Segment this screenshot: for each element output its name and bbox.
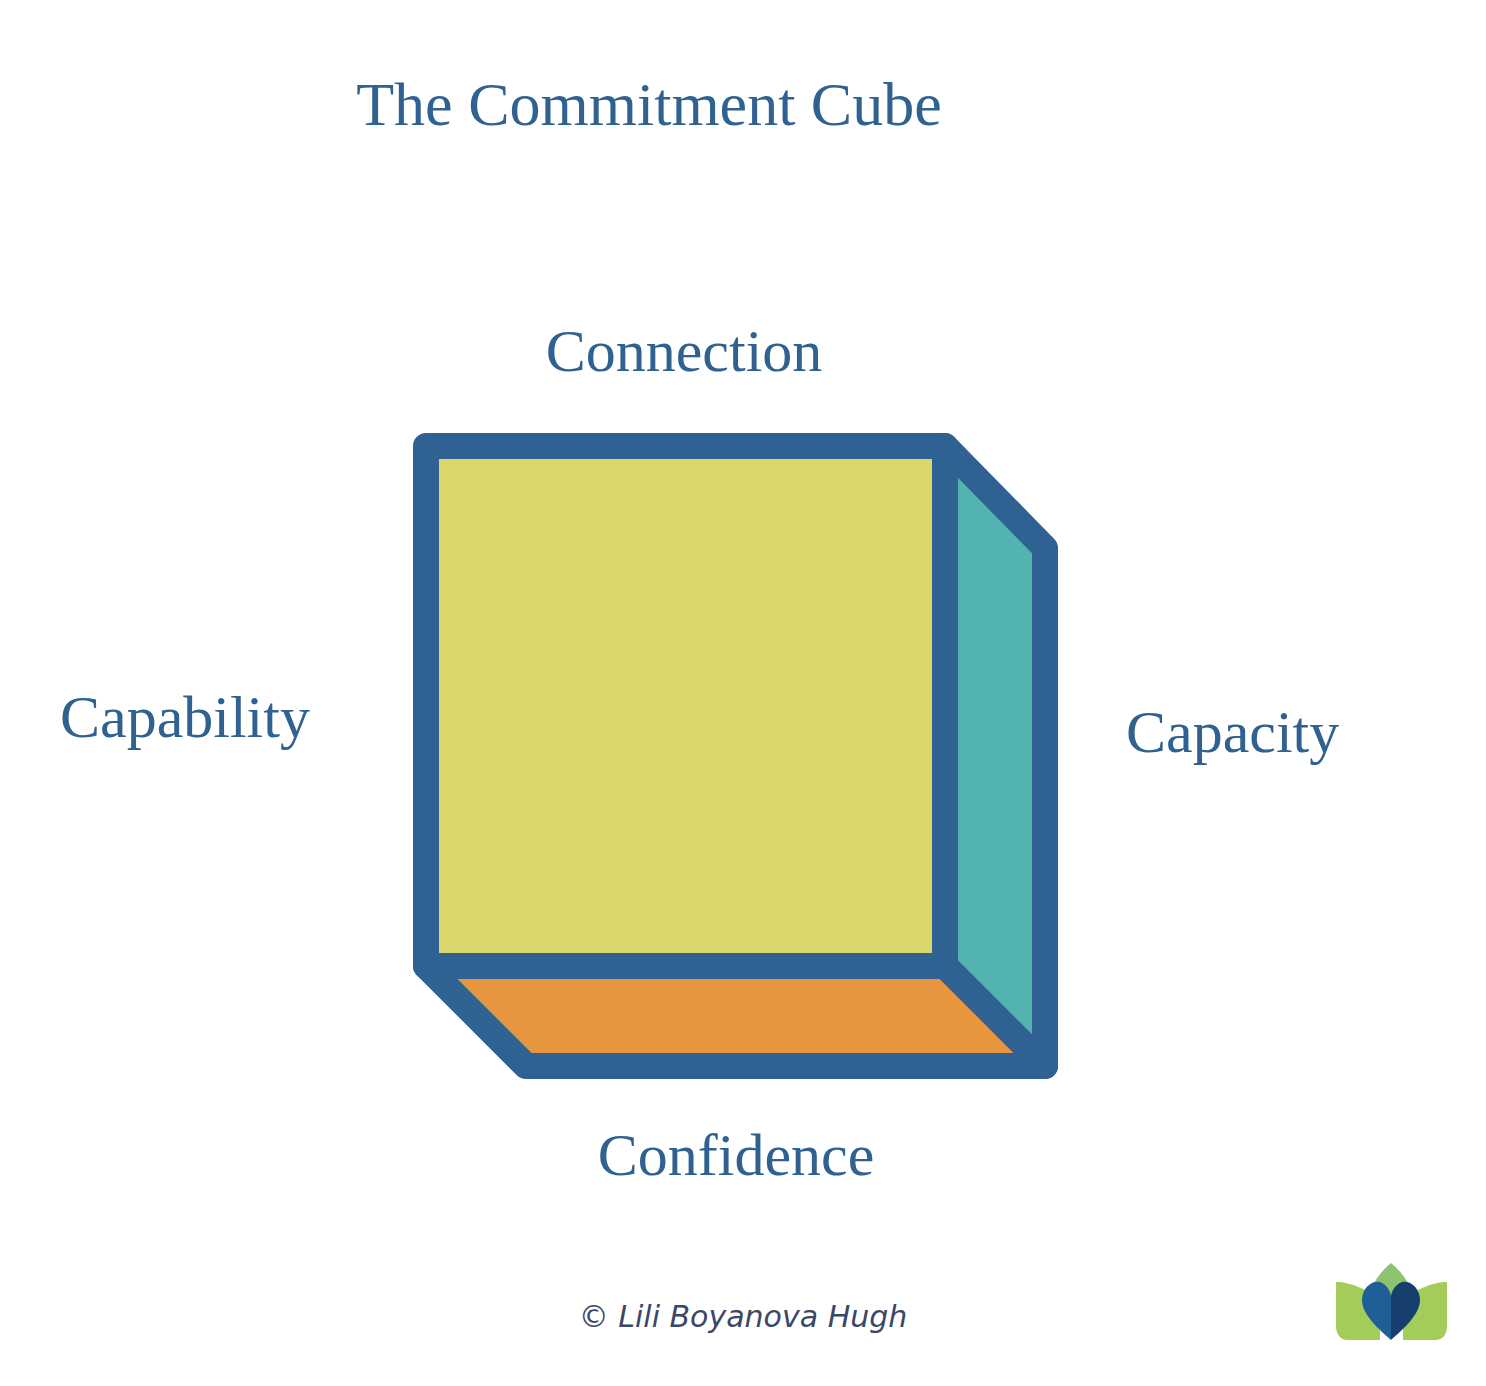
side-label: Capacity [1126,696,1339,768]
diagram-title: The Commitment Cube [356,67,942,141]
front-face [426,446,945,966]
bottom-face [426,966,1045,1066]
side-label: Capability [60,681,310,753]
copyright-note: © Lili Boyanova Hugh [579,1299,908,1335]
logo-heart [1362,1282,1391,1340]
logo [1336,1263,1447,1340]
logo-heart [1391,1282,1420,1340]
side-label: Connection [546,315,823,387]
side-label: Confidence [598,1119,875,1191]
